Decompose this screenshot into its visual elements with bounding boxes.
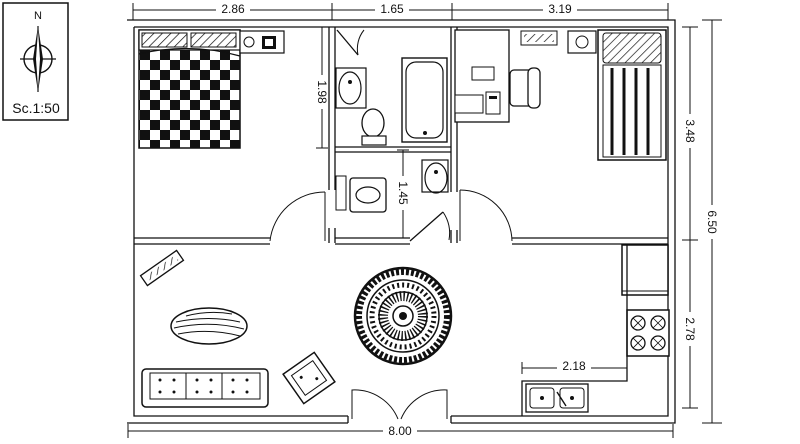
sofa xyxy=(141,368,269,408)
stove xyxy=(626,309,670,357)
toilet xyxy=(361,108,387,146)
wc-door xyxy=(409,211,444,242)
bedroom2-door xyxy=(459,189,513,242)
north-label: N xyxy=(34,10,42,22)
dim-kitchen-counter: 2.18 xyxy=(562,359,586,373)
doors xyxy=(269,29,513,420)
scale-label: Sc.1:50 xyxy=(12,100,60,116)
kitchen-counter xyxy=(521,245,628,416)
office-chair xyxy=(509,67,541,109)
dim-bath-height: 1.98 xyxy=(315,80,329,104)
tv-unit xyxy=(520,30,558,46)
single-bed xyxy=(597,29,667,161)
dim-right-lower: 2.78 xyxy=(683,317,697,341)
legend: N Sc.1:50 xyxy=(2,2,69,121)
bathtub xyxy=(401,57,448,143)
bathroom-door xyxy=(336,29,359,56)
bedroom1-door xyxy=(269,191,326,242)
dim-top-middle: 1.65 xyxy=(380,2,404,16)
washbasin xyxy=(335,67,367,109)
round-rug xyxy=(353,266,453,366)
double-bed xyxy=(138,29,241,149)
dim-top-right: 3.19 xyxy=(548,2,572,16)
kitchen-sink xyxy=(525,383,589,413)
squat-toilet xyxy=(335,175,387,213)
wc-washbasin xyxy=(421,159,449,194)
dim-right-upper: 3.48 xyxy=(683,119,697,143)
dim-right-total: 6.50 xyxy=(705,210,719,234)
nightstand xyxy=(567,30,597,54)
walls xyxy=(127,19,676,424)
dim-bottom-total: 8.00 xyxy=(388,424,412,438)
armchair xyxy=(282,351,336,405)
refrigerator xyxy=(621,244,669,296)
north-arrow-icon xyxy=(20,26,56,92)
bedside-table xyxy=(239,30,285,54)
dimension-labels: 2.86 1.65 3.19 8.00 6.50 3.48 2.78 1.98 … xyxy=(216,2,719,438)
entrance-door-left xyxy=(351,389,399,420)
oval-coffee-table xyxy=(170,307,248,345)
desk xyxy=(454,29,510,123)
dim-top-left: 2.86 xyxy=(221,2,245,16)
tv-unit-living xyxy=(139,249,185,287)
entrance-door-right xyxy=(400,389,448,420)
dim-wc-height: 1.45 xyxy=(396,181,410,205)
